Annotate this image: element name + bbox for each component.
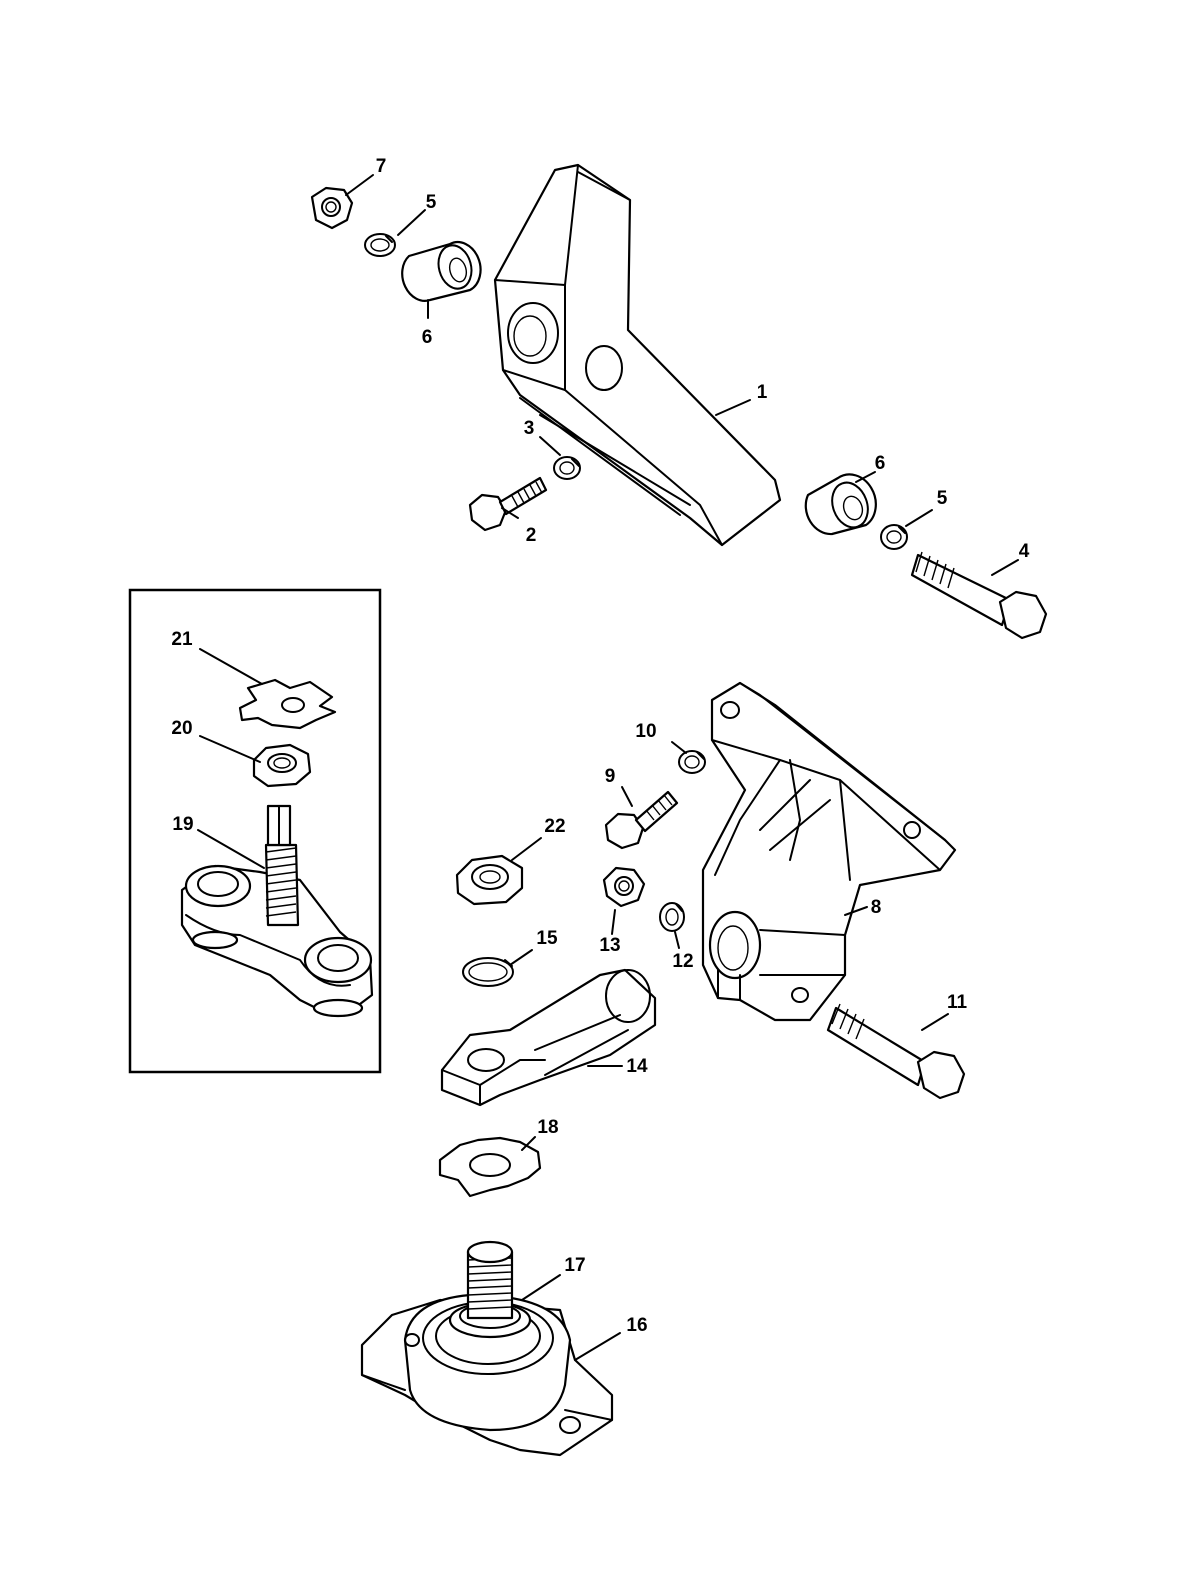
part-12-lock-washer (659, 902, 685, 932)
callout-5-upper: 5 (426, 192, 437, 213)
part-1-bracket (493, 163, 782, 547)
part-10-lock-washer (678, 750, 706, 774)
part-21-tab-washer (238, 678, 337, 730)
callout-12: 12 (672, 951, 693, 972)
part-3-lock-washer (553, 456, 581, 480)
callout-6-lower: 6 (875, 453, 886, 474)
part-6-spacer-upper (401, 241, 482, 302)
callout-17: 17 (564, 1255, 585, 1276)
part-18-tab-washer (438, 1136, 542, 1198)
part-7-lock-nut (310, 186, 354, 230)
part-13-nut (602, 866, 646, 908)
callout-20: 20 (171, 718, 192, 739)
callout-6-upper: 6 (422, 327, 433, 348)
part-16-engine-mount (360, 1293, 614, 1457)
callout-15: 15 (536, 928, 558, 949)
callout-13: 13 (599, 935, 620, 956)
callout-2: 2 (526, 525, 537, 546)
callout-1: 1 (757, 382, 768, 403)
leader-lines (197, 174, 1019, 1361)
part-5-lock-washer-upper (364, 233, 396, 257)
part-15-snap-ring (462, 957, 514, 987)
callout-8: 8 (871, 897, 882, 918)
callout-10: 10 (635, 721, 656, 742)
part-8-bracket-casting (701, 681, 957, 1022)
part-20-hex-nut (252, 743, 312, 788)
part-11-bolt (826, 1003, 966, 1100)
part-2-bolt (468, 476, 548, 532)
callout-16: 16 (626, 1315, 647, 1336)
callout-11: 11 (947, 992, 968, 1013)
part-22-hex-nut (455, 854, 524, 906)
part-5-lock-washer-lower (880, 524, 908, 550)
callout-18: 18 (537, 1117, 558, 1138)
part-4-long-bolt (910, 551, 1048, 640)
callout-9: 9 (605, 766, 616, 787)
callout-3: 3 (524, 418, 535, 439)
part-14-mounting-arm (440, 968, 657, 1107)
part-9-bolt (604, 790, 679, 850)
part-19-stud-plate (180, 804, 374, 1018)
callout-19: 19 (172, 814, 193, 835)
callout-labels: 7 5 6 1 3 2 6 5 4 21 20 19 10 9 22 8 13 … (171, 156, 1029, 1336)
part-6-spacer-lower (804, 473, 877, 536)
callout-5-lower: 5 (937, 488, 948, 509)
callout-22: 22 (544, 816, 565, 837)
part-17-mount-stud (448, 1240, 532, 1339)
callout-14: 14 (626, 1056, 648, 1077)
inset-box (128, 588, 382, 1074)
callout-21: 21 (171, 629, 193, 650)
callout-7: 7 (376, 156, 387, 177)
callout-4: 4 (1019, 541, 1030, 562)
